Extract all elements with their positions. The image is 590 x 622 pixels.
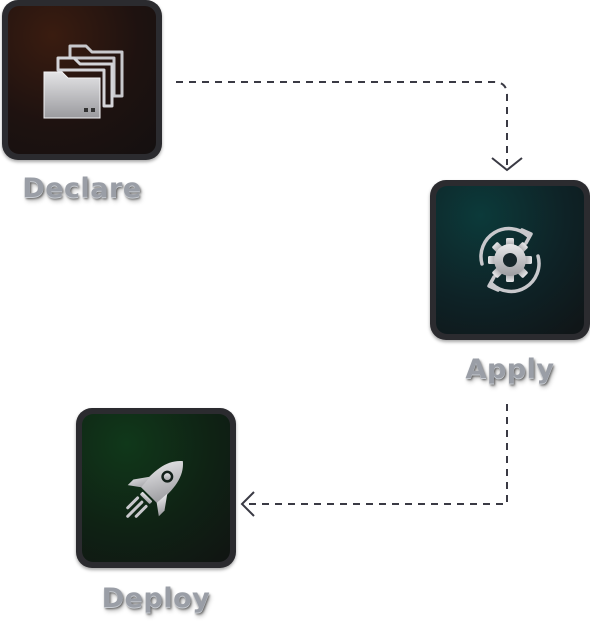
step-apply-label: Apply <box>465 354 555 385</box>
step-declare-tile <box>2 0 162 160</box>
step-apply-panel <box>436 186 584 334</box>
arrowhead-into-apply <box>491 157 523 172</box>
step-deploy-label: Deploy <box>101 583 211 614</box>
connector-apply-to-deploy <box>248 404 508 505</box>
step-declare-label: Declare <box>22 173 142 204</box>
step-apply-tile <box>430 180 590 340</box>
step-deploy-panel <box>82 414 230 562</box>
arrowhead-into-deploy <box>240 491 255 517</box>
folders-icon <box>43 44 124 119</box>
gear-sync-icon <box>479 226 541 294</box>
rocket-icon <box>126 461 183 518</box>
connector-declare-to-apply <box>176 81 508 165</box>
step-deploy-tile <box>76 408 236 568</box>
step-declare-panel <box>8 6 156 154</box>
